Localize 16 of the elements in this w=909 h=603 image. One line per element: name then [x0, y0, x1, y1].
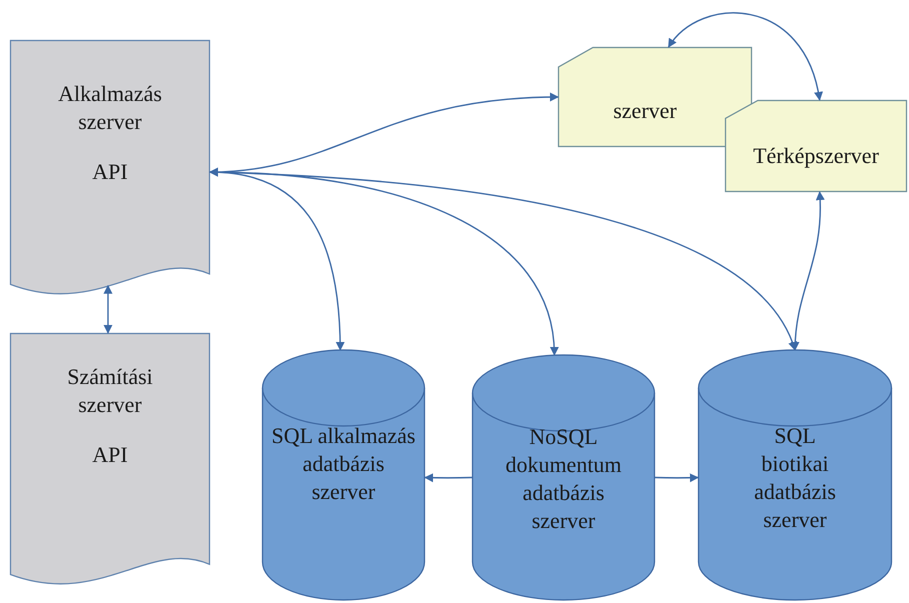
arrow	[209, 168, 796, 351]
arrow	[104, 284, 112, 334]
arrow	[209, 168, 558, 356]
arrow	[654, 473, 699, 482]
node-label: Alkalmazás szerver	[57, 80, 163, 136]
arrow	[424, 473, 472, 482]
node-label: SQL alkalmazás adatbázis szerver	[270, 422, 416, 506]
arrow	[668, 12, 822, 101]
node-label: SQL biotikai adatbázis szerver	[753, 422, 837, 534]
node-label: szerver	[613, 97, 677, 125]
node-label: Számítási szerver	[66, 363, 154, 419]
arrow	[790, 191, 824, 351]
node-label: API	[92, 158, 128, 186]
node-label: Térképszerver	[753, 142, 879, 170]
node-label: NoSQL dokumentum adatbázis szerver	[504, 423, 623, 535]
node-label: API	[92, 441, 128, 469]
